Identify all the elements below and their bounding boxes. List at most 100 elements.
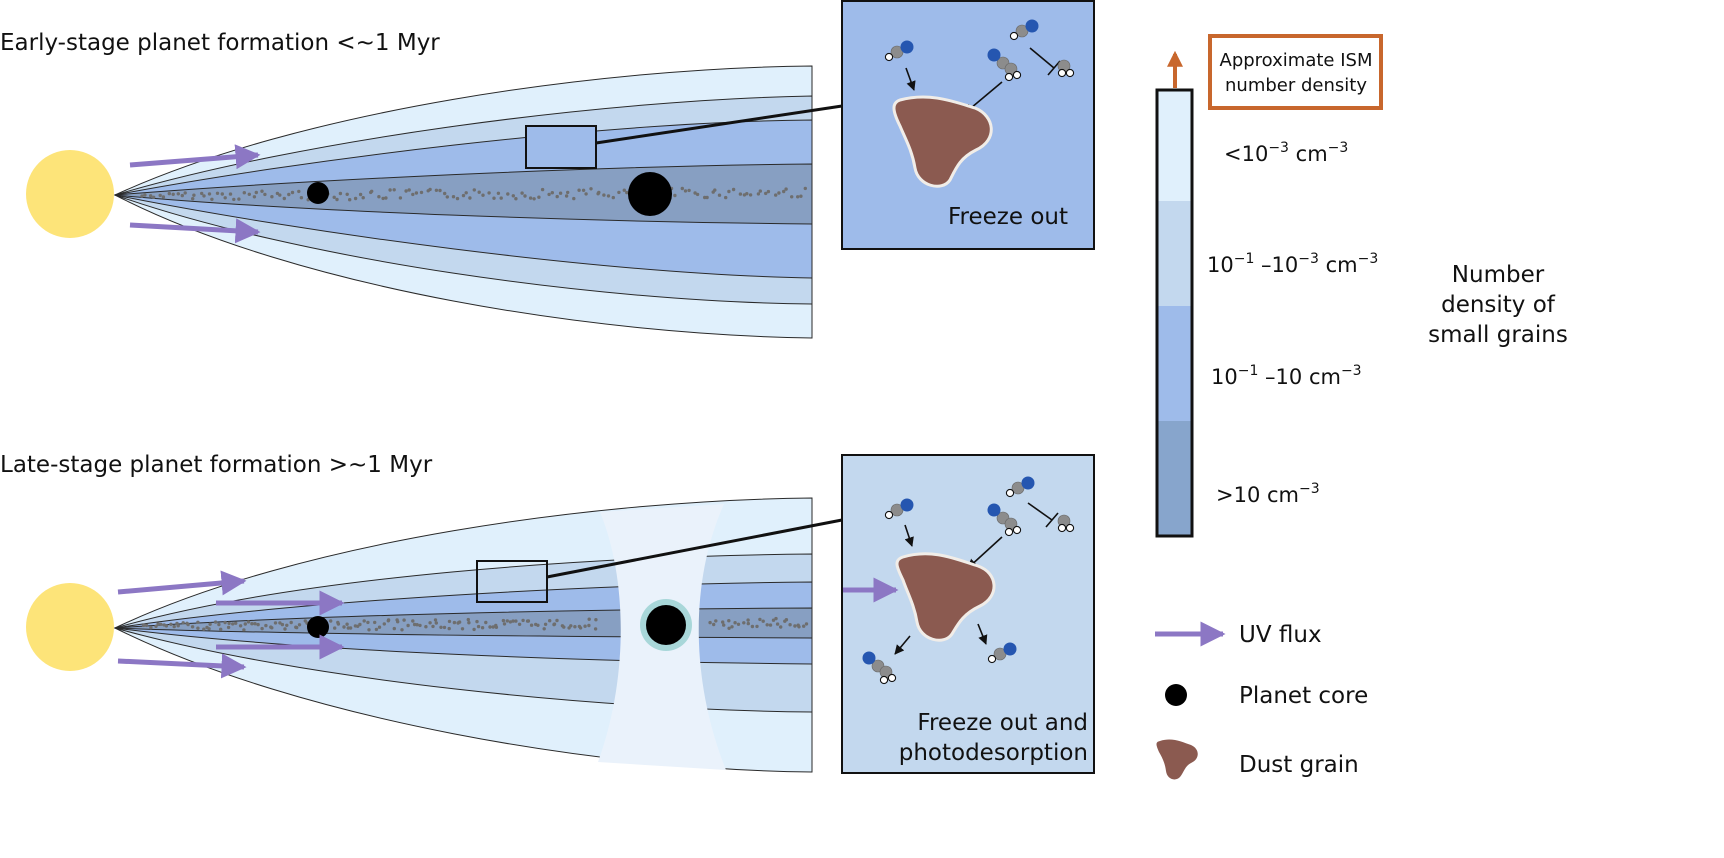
pebble: [572, 196, 576, 201]
pebble: [514, 197, 518, 201]
pebble: [467, 621, 471, 625]
pebble: [377, 195, 381, 199]
pebble: [617, 190, 621, 195]
inset-caption: Freeze out: [948, 204, 1068, 230]
pebble: [790, 195, 794, 199]
pebble: [283, 627, 287, 631]
pebble: [238, 624, 243, 628]
pebble: [602, 193, 606, 197]
pebble: [443, 191, 447, 196]
pebble: [736, 622, 741, 626]
pebble: [381, 196, 385, 201]
pebble: [275, 191, 280, 196]
early-disk: [113, 65, 843, 339]
pebble: [774, 616, 778, 621]
dust-grain: [892, 95, 993, 188]
pebble: [152, 195, 156, 199]
pebble: [400, 628, 404, 632]
pebble: [190, 625, 195, 629]
pebble: [693, 191, 697, 195]
pebble: [703, 195, 707, 200]
pebble: [782, 189, 786, 194]
early-inset: Freeze out: [841, 0, 1095, 250]
pebble: [597, 190, 601, 195]
pebble: [727, 189, 731, 194]
pebble: [415, 623, 419, 627]
density-bar-frame: [1155, 88, 1194, 538]
pebble: [299, 196, 304, 200]
pebble: [713, 188, 717, 192]
pebble: [472, 627, 476, 632]
pebble: [451, 195, 456, 199]
pebble: [192, 193, 196, 197]
pebble: [496, 191, 501, 195]
pebble: [161, 195, 166, 199]
pebble: [290, 190, 295, 195]
pebble: [295, 625, 299, 630]
legend-dust-grain-icon: [1156, 739, 1198, 780]
pebble: [210, 197, 214, 201]
pebble: [502, 622, 507, 626]
pebble: [404, 189, 408, 193]
pebble: [529, 623, 534, 627]
pebble: [472, 188, 476, 192]
pebble: [171, 192, 175, 196]
pebble: [555, 618, 559, 623]
pebble: [460, 627, 465, 631]
pebble: [724, 195, 728, 200]
pebble: [217, 622, 221, 627]
reaction-bar: [1027, 502, 1053, 521]
pebble: [191, 197, 195, 201]
pebble: [543, 622, 548, 626]
pebble: [501, 618, 506, 623]
reaction-bar: [1029, 47, 1055, 69]
pebble: [606, 194, 611, 198]
pebble: [172, 624, 176, 629]
pebble: [289, 620, 293, 625]
pebble: [370, 189, 374, 193]
density-band-1: [1157, 90, 1192, 201]
star-late: [26, 583, 114, 671]
uv-flux-arrow: [117, 570, 247, 596]
pebble: [270, 626, 274, 630]
pebble: [445, 195, 449, 199]
uv-flux-arrow: [129, 218, 261, 244]
pebble: [508, 620, 513, 624]
pebble: [476, 624, 481, 629]
pebble: [176, 624, 180, 628]
pebble: [452, 620, 457, 625]
pebble: [466, 617, 470, 622]
planet-core-large: [628, 172, 672, 216]
pebble: [594, 618, 598, 622]
pebble: [431, 624, 435, 629]
pebble: [499, 196, 503, 200]
pebble: [492, 196, 496, 200]
pebble: [287, 192, 291, 197]
pebble: [373, 620, 377, 625]
pebble: [388, 188, 392, 192]
pebble: [433, 618, 438, 622]
reaction-bar-cap: [1047, 60, 1061, 76]
pebble: [491, 625, 495, 629]
pebble: [695, 192, 700, 197]
pebble: [550, 191, 554, 195]
pebble: [774, 193, 778, 197]
pebble: [407, 188, 411, 192]
pebble: [746, 618, 750, 622]
pebble: [285, 623, 289, 627]
pebble: [705, 195, 709, 200]
pebble: [487, 191, 491, 195]
pebble: [796, 195, 800, 199]
band-label-4: >10 cm−3: [1216, 481, 1320, 507]
pebble: [523, 194, 527, 198]
scale-title-line3: small grains: [1428, 322, 1568, 348]
pebble: [552, 622, 557, 626]
photodesorption-arrow: [977, 623, 988, 645]
dust-grain: [895, 552, 996, 642]
pebble: [587, 617, 591, 621]
pebble: [159, 622, 163, 626]
pebble: [367, 628, 371, 632]
late-inset: Freeze out and photodesorption: [841, 454, 1095, 774]
pebble: [566, 190, 570, 195]
pebble: [226, 625, 231, 630]
